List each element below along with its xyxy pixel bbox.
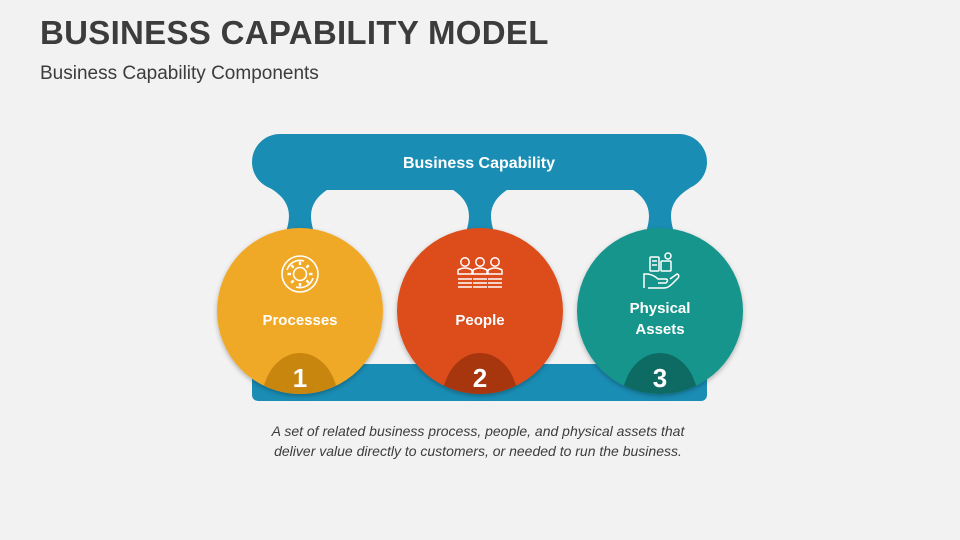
connector-1 (270, 188, 330, 232)
caption-line-1: A set of related business process, peopl… (271, 423, 685, 439)
component-physical-assets: Physical Assets 3 (577, 228, 743, 394)
banner: Business Capability (252, 134, 707, 232)
gear-cycle-icon (281, 255, 319, 293)
component-number: 1 (293, 363, 307, 393)
component-processes: Processes 1 (217, 228, 383, 394)
caption: A set of related business process, peopl… (240, 421, 716, 461)
banner-label: Business Capability (403, 155, 555, 172)
slide-subtitle: Business Capability Components (40, 63, 319, 84)
connector-2 (450, 188, 510, 232)
component-label: Processes (262, 312, 337, 329)
people-group-icon (457, 257, 503, 288)
hand-assets-icon (643, 252, 680, 289)
connector-3 (630, 188, 690, 232)
component-number: 2 (473, 363, 487, 393)
component-people: People 2 (397, 228, 563, 394)
component-number: 3 (653, 363, 667, 393)
slide-title: BUSINESS CAPABILITY MODEL (40, 14, 549, 51)
component-label-line2: Assets (635, 321, 684, 338)
component-label: People (455, 312, 504, 329)
component-label-line1: Physical (630, 300, 691, 317)
caption-line-2: deliver value directly to customers, or … (274, 443, 682, 459)
